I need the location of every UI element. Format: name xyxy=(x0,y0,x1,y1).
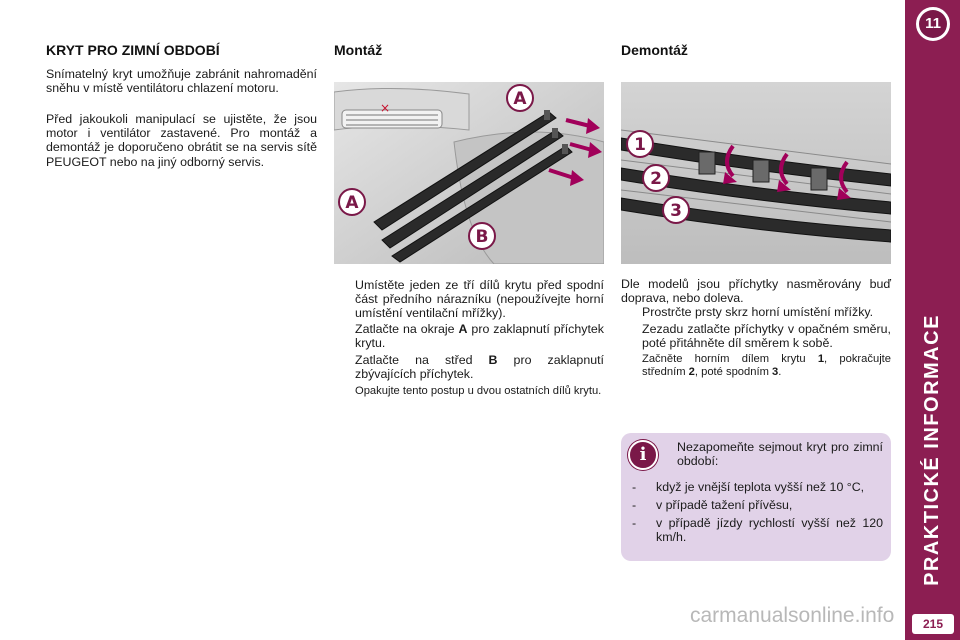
disassembly-step-3: Začněte horním dílem krytu 1, pokračujte… xyxy=(642,353,892,379)
assembly-step-4: Opakujte tento postup u dvou ostatních d… xyxy=(355,384,602,397)
disassembly-step-1: Prostrčte prsty skrz horní umístění mříž… xyxy=(642,305,874,319)
section-title-assembly: Montáž xyxy=(334,42,383,58)
list-item: - když je vnější teplota vyšší než 10 °C… xyxy=(632,480,865,494)
info-icon: i xyxy=(628,440,658,470)
section-title-disassembly: Demontáž xyxy=(621,42,688,58)
label-a-bottom: A xyxy=(345,193,359,213)
chapter-number: 11 xyxy=(919,10,947,38)
intro-paragraph: Snímatelný kryt umožňuje zabránit nahrom… xyxy=(46,67,317,96)
chapter-badge: 11 xyxy=(914,5,952,43)
chapter-title: PRAKTICKÉ INFORMACE xyxy=(921,314,943,586)
watermark: carmanualsonline.info xyxy=(690,604,895,627)
svg-text:×: × xyxy=(380,101,390,115)
list-item: - v případě tažení přívěsu, xyxy=(632,498,793,512)
warning-paragraph: Před jakoukoli manipulací se ujistěte, ž… xyxy=(46,112,317,169)
reminder-list: - když je vnější teplota vyšší než 10 °C… xyxy=(630,480,883,548)
label-1: 1 xyxy=(634,135,646,155)
assembly-illustration: × A A B xyxy=(334,82,604,264)
reminder-intro: Nezapomeňte sejmout kryt pro zimní obdob… xyxy=(677,440,883,468)
assembly-drawing: × A A B xyxy=(334,82,604,264)
reminder-box: i Nezapomeňte sejmout kryt pro zimní obd… xyxy=(621,433,891,561)
label-b: B xyxy=(476,227,489,247)
assembly-step-2: Zatlačte na okraje A pro zaklapnutí příc… xyxy=(355,322,604,351)
disassembly-intro: Dle modelů jsou příchytky nasměrovány bu… xyxy=(621,277,891,306)
chapter-sidebar xyxy=(905,0,960,640)
disassembly-illustration: 1 2 3 xyxy=(621,82,891,264)
assembly-step-1: Umístěte jeden ze tří dílů krytu před sp… xyxy=(355,278,604,320)
page-number: 215 xyxy=(912,614,954,634)
label-3: 3 xyxy=(670,201,682,221)
disassembly-step-2: Zezadu zatlačte příchytky v opačném směr… xyxy=(642,321,891,350)
disassembly-steps: Prostrčte prsty skrz horní umístění mříž… xyxy=(621,305,892,382)
section-title-winter-cover: KRYT PRO ZIMNÍ OBDOBÍ xyxy=(46,42,220,58)
assembly-steps: Umístěte jeden ze tří dílů krytu před sp… xyxy=(334,278,604,401)
list-item: - v případě jízdy rychlostí vyšší než 12… xyxy=(632,516,883,544)
assembly-step-3: Zatlačte na střed B pro zaklapnutí zbýva… xyxy=(355,352,604,381)
disassembly-drawing: 1 2 3 xyxy=(621,82,891,264)
label-2: 2 xyxy=(650,169,662,189)
label-a-top: A xyxy=(513,89,527,109)
